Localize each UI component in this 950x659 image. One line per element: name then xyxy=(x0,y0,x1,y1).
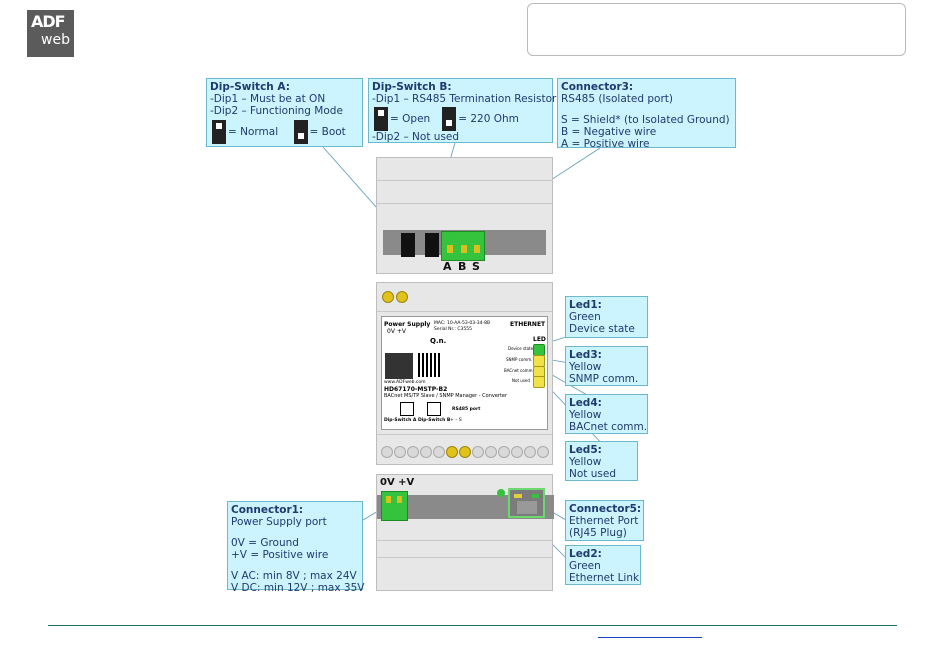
dip-b-line2: -Dip2 – Not used xyxy=(372,131,460,143)
power-terminal-block[interactable] xyxy=(381,491,408,521)
vent-icon xyxy=(381,446,393,458)
led4-callout: Led4: Yellow BACnet comm. xyxy=(565,394,648,434)
vent-icon xyxy=(433,446,445,458)
dip-switch-220-icon xyxy=(442,107,457,131)
pin-b-label: B xyxy=(458,260,467,273)
screw-icon xyxy=(382,291,394,303)
dip-a-normal: = Normal xyxy=(228,126,279,138)
adfweb-logo-small xyxy=(385,353,413,379)
footer-divider xyxy=(48,625,897,626)
dip-a-line2: -Dip2 – Functioning Mode xyxy=(210,105,343,117)
vent-icon xyxy=(537,446,549,458)
connector5-callout: Connector5: Ethernet Port (RJ45 Plug) xyxy=(565,500,644,541)
screw-icon xyxy=(396,291,408,303)
vent-icon xyxy=(407,446,419,458)
qr-code-icon xyxy=(418,353,440,377)
vent-icon xyxy=(459,446,471,458)
led1-title: Led1: xyxy=(569,299,602,311)
pin-s-label: S xyxy=(472,260,480,273)
device-top-module: A B S xyxy=(376,157,553,274)
vent-icon xyxy=(485,446,497,458)
led3-callout: Led3: Yellow SNMP comm. xyxy=(565,346,648,386)
power-pins-label: 0V +V xyxy=(380,477,415,488)
dip-b-line1: -Dip1 – RS485 Termination Resistor xyxy=(372,93,557,105)
connector5-title: Connector5: xyxy=(569,503,642,515)
rs485-terminal-block[interactable] xyxy=(441,231,485,261)
vent-icon xyxy=(472,446,484,458)
dip-switch-a[interactable] xyxy=(401,233,415,257)
dip-switch-a-title: Dip-Switch A: xyxy=(210,81,290,93)
footer-link-underline[interactable] xyxy=(598,637,702,638)
conn3-line3: B = Negative wire xyxy=(561,126,657,138)
rj45-port-icon[interactable] xyxy=(508,488,545,518)
dip-switch-boot-icon xyxy=(293,120,308,144)
dip-switch-b-callout: Dip-Switch B: -Dip1 – RS485 Termination … xyxy=(368,78,557,143)
dip-b-ohm: = 220 Ohm xyxy=(458,113,519,125)
led3-title: Led3: xyxy=(569,349,602,361)
led2-ethernet-link xyxy=(497,489,505,497)
dip-switch-normal-icon xyxy=(212,120,226,144)
connector1-title: Connector1: xyxy=(231,504,304,516)
led5-title: Led5: xyxy=(569,444,602,456)
dip-switch-open-icon xyxy=(374,107,388,131)
vent-icon xyxy=(446,446,458,458)
device-label: Power Supply 0V +V MAC: 10-AA-53-03-34-8… xyxy=(381,316,548,430)
led4-title: Led4: xyxy=(569,397,602,409)
conn3-line4: A = Positive wire xyxy=(561,138,650,150)
connector3-title: Connector3: xyxy=(561,81,634,93)
header-box xyxy=(527,3,906,56)
dip-b-open: = Open xyxy=(390,113,431,125)
conn3-line1: RS485 (Isolated port) xyxy=(561,93,673,105)
device-bottom-module: 0V +V xyxy=(376,474,554,591)
dip-switch-a-callout: Dip-Switch A: -Dip1 – Must be at ON -Dip… xyxy=(206,78,363,147)
device-front-module: Power Supply 0V +V MAC: 10-AA-53-03-34-8… xyxy=(376,282,553,465)
conn3-line2: S = Shield* (to Isolated Ground) xyxy=(561,114,730,126)
dip-a-line1: -Dip1 – Must be at ON xyxy=(210,93,326,105)
led1-callout: Led1: Green Device state xyxy=(565,296,648,338)
connector1-callout: Connector1: Power Supply port 0V = Groun… xyxy=(227,501,364,594)
dip-switch-b-diagram xyxy=(427,402,441,416)
adfweb-logo: ADF web xyxy=(27,10,74,57)
pin-a-label: A xyxy=(443,260,452,273)
vent-icon xyxy=(394,446,406,458)
dip-switch-a-diagram xyxy=(400,402,414,416)
dip-switch-b[interactable] xyxy=(425,233,439,257)
led5-not-used xyxy=(533,376,545,388)
vent-icon xyxy=(420,446,432,458)
dip-a-boot: = Boot xyxy=(309,126,346,138)
led5-callout: Led5: Yellow Not used xyxy=(565,441,638,481)
connector3-callout: Connector3: RS485 (Isolated port) S = Sh… xyxy=(557,78,736,150)
vent-icon xyxy=(498,446,510,458)
vent-icon xyxy=(524,446,536,458)
led2-callout: Led2: Green Ethernet Link xyxy=(565,545,641,585)
dip-switch-b-title: Dip-Switch B: xyxy=(372,81,452,93)
vent-icon xyxy=(511,446,523,458)
led2-title: Led2: xyxy=(569,548,602,560)
